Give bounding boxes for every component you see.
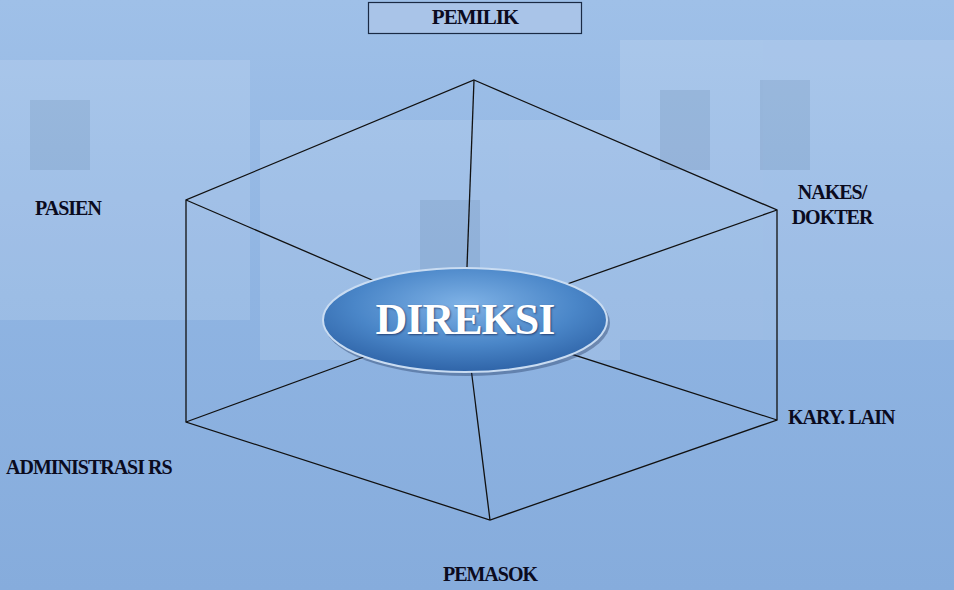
box-text: PEMILIK: [432, 6, 518, 29]
center-ellipse: DIREKSI: [320, 265, 610, 375]
stakeholder-label: KARY. LAIN: [788, 405, 894, 430]
stakeholder-label: NAKES/ DOKTER: [782, 180, 882, 230]
center-title: DIREKSI: [376, 296, 555, 344]
spoke-lines: [186, 80, 777, 520]
stakeholder-label: ADMINISTRASI RS: [6, 455, 172, 480]
stakeholder-label: PEMASOK: [443, 562, 537, 587]
hexagon-outline: [186, 80, 777, 520]
owner-box: PEMILIK: [368, 2, 582, 34]
stakeholder-label: PASIEN: [35, 196, 101, 221]
